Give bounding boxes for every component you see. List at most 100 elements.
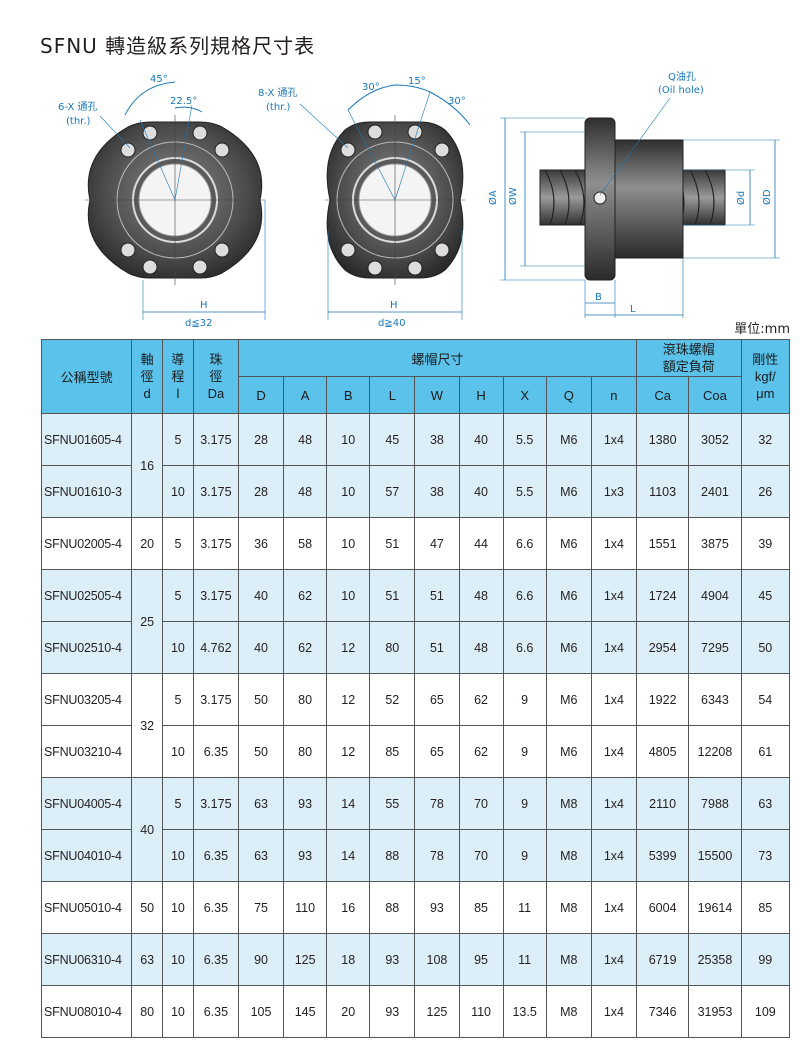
cell-da: 3.175 bbox=[192, 465, 239, 518]
cell-l: 5 bbox=[162, 413, 194, 466]
cell-model: SFNU01610-3 bbox=[40, 465, 133, 518]
cell-a: 125 bbox=[283, 933, 328, 986]
cell-shaft-diameter: 50 bbox=[131, 881, 164, 934]
cell-k: 32 bbox=[740, 413, 791, 466]
cell-l: 10 bbox=[162, 621, 194, 674]
cell-b: 10 bbox=[326, 465, 371, 518]
header-col-a: A bbox=[283, 376, 328, 414]
cell-w: 125 bbox=[414, 985, 460, 1038]
cell-w: 47 bbox=[414, 517, 460, 570]
cell-coa: 15500 bbox=[688, 829, 742, 882]
cell-da: 3.175 bbox=[192, 777, 239, 830]
header-col-n: n bbox=[590, 376, 637, 414]
header-col-l: L bbox=[369, 376, 416, 414]
cell-coa: 6343 bbox=[688, 673, 742, 726]
cell-model: SFNU08010-4 bbox=[40, 985, 133, 1038]
cell-q: M6 bbox=[545, 621, 592, 674]
cell-n: 1x4 bbox=[590, 413, 637, 466]
cell-k: 63 bbox=[740, 777, 791, 830]
cell-l: 5 bbox=[162, 517, 194, 570]
cell-q: M6 bbox=[545, 517, 592, 570]
cell-l: 88 bbox=[369, 881, 416, 934]
angle-label-30-a: 30° bbox=[362, 82, 380, 93]
cell-k: 99 bbox=[740, 933, 791, 986]
cell-ca: 5399 bbox=[635, 829, 690, 882]
cell-n: 1x4 bbox=[590, 517, 637, 570]
cell-ca: 6004 bbox=[635, 881, 690, 934]
cell-coa: 7295 bbox=[688, 621, 742, 674]
cell-q: M6 bbox=[545, 413, 592, 466]
cell-h: 70 bbox=[458, 777, 504, 830]
cell-h: 85 bbox=[458, 881, 504, 934]
cell-w: 38 bbox=[414, 465, 460, 518]
cell-da: 6.35 bbox=[192, 881, 239, 934]
cell-ca: 1551 bbox=[635, 517, 690, 570]
cell-x: 11 bbox=[502, 933, 547, 986]
cell-coa: 19614 bbox=[688, 881, 742, 934]
cell-l: 10 bbox=[162, 725, 194, 778]
cell-l: 51 bbox=[369, 569, 416, 622]
cell-model: SFNU02005-4 bbox=[40, 517, 133, 570]
cell-coa: 12208 bbox=[688, 725, 742, 778]
cell-model: SFNU05010-4 bbox=[40, 881, 133, 934]
cell-x: 5.5 bbox=[502, 413, 547, 466]
angle-label-22-5: 22.5° bbox=[170, 96, 197, 107]
cell-ca: 4805 bbox=[635, 725, 690, 778]
cell-model: SFNU02505-4 bbox=[40, 569, 133, 622]
cell-shaft-diameter: 32 bbox=[131, 673, 164, 778]
cell-shaft-diameter: 40 bbox=[131, 777, 164, 882]
cell-h: 44 bbox=[458, 517, 504, 570]
cell-l: 88 bbox=[369, 829, 416, 882]
cell-da: 6.35 bbox=[192, 725, 239, 778]
header-col-w: W bbox=[414, 376, 460, 414]
cell-h: 40 bbox=[458, 465, 504, 518]
cell-n: 1x4 bbox=[590, 933, 637, 986]
cell-a: 62 bbox=[283, 569, 328, 622]
cell-l: 57 bbox=[369, 465, 416, 518]
cell-k: 85 bbox=[740, 881, 791, 934]
cell-d: 50 bbox=[237, 673, 285, 726]
condition-left: d≦32 bbox=[185, 318, 212, 329]
cell-k: 54 bbox=[740, 673, 791, 726]
cell-d: 63 bbox=[237, 777, 285, 830]
cell-model: SFNU04010-4 bbox=[40, 829, 133, 882]
cell-n: 1x3 bbox=[590, 465, 637, 518]
cell-model: SFNU03210-4 bbox=[40, 725, 133, 778]
cell-h: 70 bbox=[458, 829, 504, 882]
cell-w: 65 bbox=[414, 673, 460, 726]
cell-x: 11 bbox=[502, 881, 547, 934]
cell-b: 10 bbox=[326, 517, 371, 570]
header-col-b: B bbox=[326, 376, 371, 414]
cell-b: 16 bbox=[326, 881, 371, 934]
header-col-x: X bbox=[502, 376, 547, 414]
cell-q: M8 bbox=[545, 985, 592, 1038]
cell-w: 78 bbox=[414, 829, 460, 882]
cell-shaft-diameter: 25 bbox=[131, 569, 164, 674]
oil-hole-label: Q油孔 bbox=[668, 70, 696, 83]
cell-x: 6.6 bbox=[502, 569, 547, 622]
hole-label-thr-middle: (thr.) bbox=[266, 102, 291, 113]
cell-ca: 1922 bbox=[635, 673, 690, 726]
cell-coa: 4904 bbox=[688, 569, 742, 622]
cell-a: 110 bbox=[283, 881, 328, 934]
cell-d: 75 bbox=[237, 881, 285, 934]
cell-da: 3.175 bbox=[192, 413, 239, 466]
cell-l: 10 bbox=[162, 933, 194, 986]
cell-b: 10 bbox=[326, 413, 371, 466]
nut-side-view: ØA ØW Ød ØD B L Q油孔 (Oil hole) bbox=[487, 70, 780, 318]
cell-ca: 1103 bbox=[635, 465, 690, 518]
header-col-ca: Ca bbox=[635, 376, 690, 414]
header-load-rating: 滾珠螺帽額定負荷 bbox=[635, 339, 742, 377]
cell-w: 38 bbox=[414, 413, 460, 466]
cell-w: 78 bbox=[414, 777, 460, 830]
cell-b: 12 bbox=[326, 621, 371, 674]
cell-a: 93 bbox=[283, 777, 328, 830]
cell-l: 10 bbox=[162, 829, 194, 882]
